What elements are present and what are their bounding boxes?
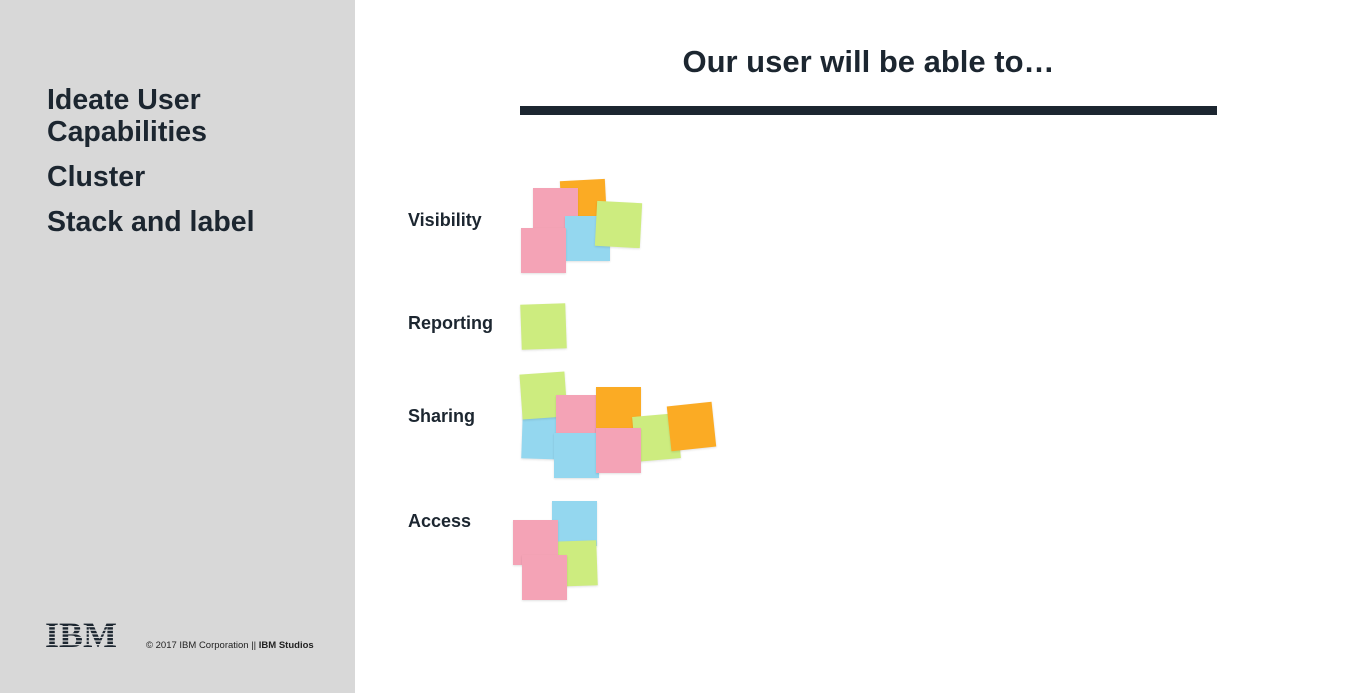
sticky-note (594, 200, 643, 249)
cluster-label-reporting: Reporting (408, 313, 493, 333)
sticky-note (596, 428, 641, 473)
sticky-note (522, 555, 567, 600)
sticky-note (520, 303, 567, 350)
ibm-logo: IBM (45, 620, 117, 648)
title-divider (520, 106, 1217, 115)
step-ideate: Ideate User Capabilities (47, 84, 207, 148)
sticky-note (521, 228, 566, 273)
copyright-footer: © 2017 IBM Corporation || IBM Studios (146, 640, 314, 651)
sidebar: Ideate User Capabilities Cluster Stack a… (0, 0, 355, 693)
sticky-note (666, 401, 717, 452)
cluster-label-access: Access (408, 511, 472, 531)
page-title: Our user will be able to… (682, 44, 1055, 79)
sticky-note (554, 433, 599, 478)
cluster-label-sharing: Sharing (408, 406, 476, 426)
studio-name: IBM Studios (258, 640, 314, 651)
svg-text:IBM: IBM (45, 620, 117, 648)
step-stack-label: Stack and label (47, 206, 255, 238)
sticky-note (552, 501, 597, 546)
step-cluster: Cluster (47, 161, 146, 193)
copyright-text: © 2017 IBM Corporation || (146, 640, 257, 651)
sticky-note (556, 395, 601, 440)
cluster-label-visibility: Visibility (408, 210, 482, 230)
